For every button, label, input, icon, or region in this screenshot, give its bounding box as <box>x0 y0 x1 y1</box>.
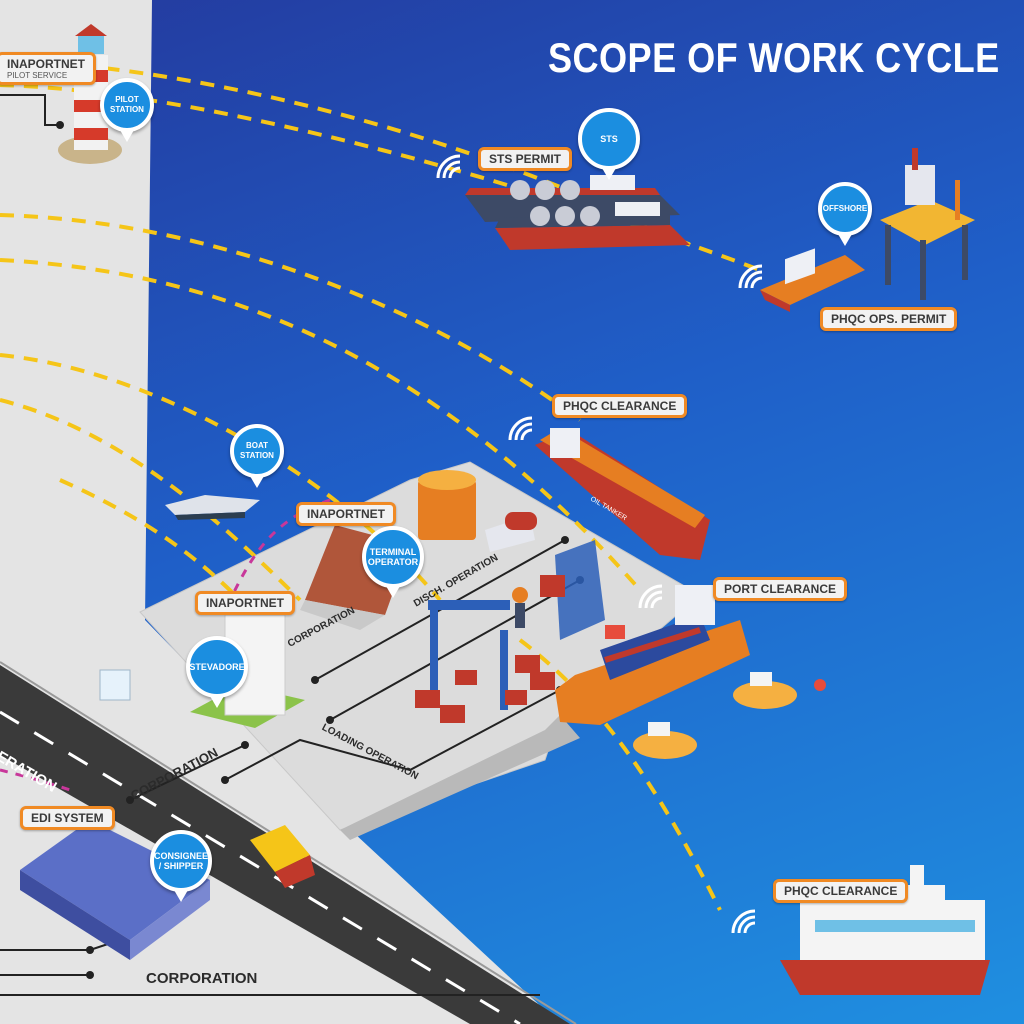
container-ship <box>555 585 750 725</box>
tag-inaportnet-terminal: INAPORTNET <box>296 502 396 526</box>
gantry-crane <box>428 600 510 710</box>
gate-booth <box>99 669 131 701</box>
containers <box>415 625 625 723</box>
pin-offshore: OFFSHORE <box>818 182 872 246</box>
cargo-truck <box>250 825 315 888</box>
label-corporation-bottom: CORPORATION <box>146 970 258 987</box>
pin-terminal-operator: TERMINAL OPERATOR <box>362 526 424 598</box>
port-crane <box>540 540 605 640</box>
tag-phqc-ops-permit: PHQC OPS. PERMIT <box>820 307 958 331</box>
tag-inaportnet-stevedore: INAPORTNET <box>195 591 295 615</box>
pilot-boat <box>165 495 260 520</box>
pier-edge <box>340 715 580 840</box>
page-title: SCOPE OF WORK CYCLE <box>548 34 1000 81</box>
tag-sts-permit: STS PERMIT <box>478 147 573 171</box>
fuel-tank <box>418 470 476 540</box>
tug-boat-2 <box>633 722 697 759</box>
warehouse <box>20 820 210 960</box>
tag-edi-system: EDI SYSTEM <box>20 806 115 830</box>
tag-phqc-clearance-tanker: PHQC CLEARANCE <box>552 394 688 418</box>
road-marking <box>0 710 521 1024</box>
wifi-icons <box>436 154 763 934</box>
pin-stevedore: STEVADORE <box>186 636 248 708</box>
pin-consignee-shipper: CONSIGNEE / SHIPPER <box>150 830 212 902</box>
oil-rig <box>880 148 975 300</box>
sts-ships <box>465 175 690 250</box>
tanker-truck <box>485 512 537 552</box>
buoy <box>814 679 826 691</box>
oil-tanker: OIL TANKER <box>535 428 710 560</box>
pin-sts: STS <box>578 108 640 180</box>
pin-boat-station: BOAT STATION <box>230 424 284 488</box>
tag-inaportnet-top-label: INAPORTNET <box>7 57 85 71</box>
pin-pilot-station: PILOT STATION <box>100 78 154 142</box>
worker <box>512 587 528 603</box>
tag-inaportnet-pilot: INAPORTNET PILOT SERVICE <box>0 52 96 85</box>
tag-port-clearance: PORT CLEARANCE <box>713 577 848 601</box>
offshore-vessel <box>760 248 865 312</box>
tag-phqc-clearance-cruise: PHQC CLEARANCE <box>773 879 909 903</box>
pilot-service-label: PILOT SERVICE <box>7 71 68 80</box>
tug-boat-1 <box>733 672 797 709</box>
